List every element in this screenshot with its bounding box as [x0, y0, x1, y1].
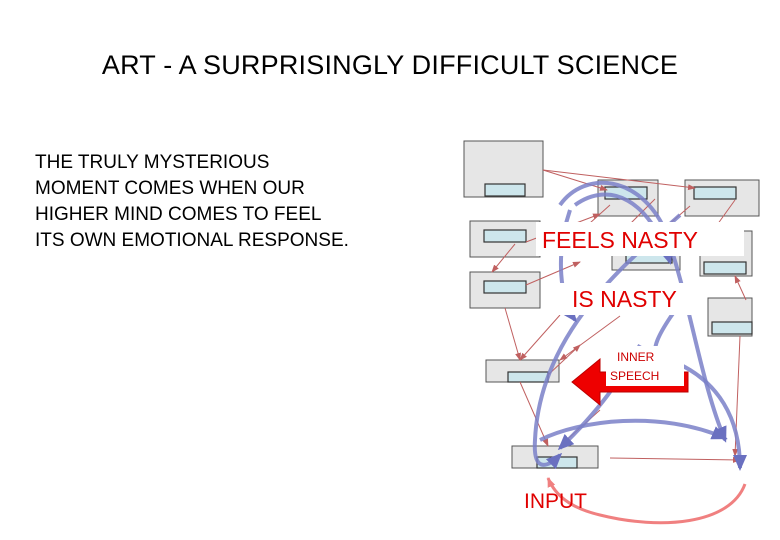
- label-is-nasty: IS NASTY: [556, 283, 706, 315]
- input-arrow: [546, 477, 747, 525]
- body-line-1: THE TRULY MYSTERIOUS: [35, 152, 270, 173]
- body-line-4: ITS OWN EMOTIONAL RESPONSE.: [35, 230, 349, 251]
- svg-text:SPEECH: SPEECH: [610, 369, 659, 383]
- svg-text:FEELS NASTY: FEELS NASTY: [542, 227, 698, 253]
- body-line-2: MOMENT COMES WHEN OUR: [35, 178, 305, 199]
- label-feels-nasty: FEELS NASTY: [536, 222, 744, 256]
- body-text: THE TRULY MYSTERIOUS MOMENT COMES WHEN O…: [35, 150, 455, 254]
- svg-text:IS NASTY: IS NASTY: [572, 286, 677, 312]
- svg-text:INNER: INNER: [617, 350, 655, 364]
- slide-title: ART - A SURPRISINGLY DIFFICULT SCIENCE: [101, 50, 679, 80]
- body-line-3: HIGHER MIND COMES TO FEEL: [35, 204, 322, 225]
- label-input: INPUT: [524, 490, 587, 513]
- inner-speech-arrow: INNER SPEECH: [571, 346, 689, 407]
